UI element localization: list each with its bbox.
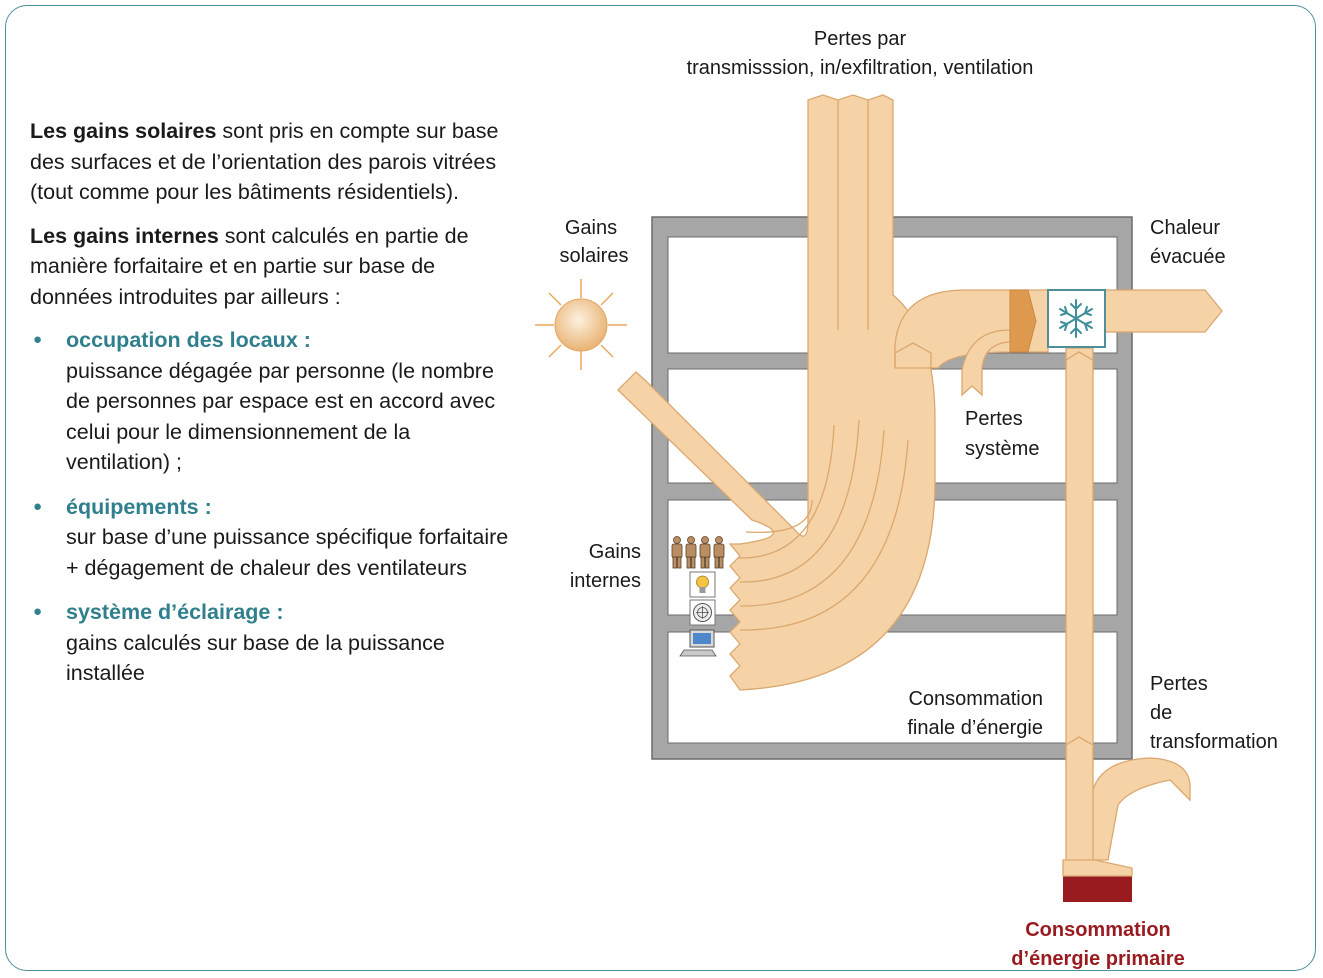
bullet-title: équipements : [66, 494, 212, 519]
internal-gains-description: sont calculés en partie de manière forfa… [30, 223, 469, 309]
transformation-losses-label-line3: transformation [1150, 731, 1278, 753]
explanation-text: Les gains solaires sont pris en compte s… [30, 116, 520, 703]
internal-gains-paragraph: Les gains internes sont calculés en part… [30, 221, 520, 313]
bullet-icon: ● [33, 603, 43, 620]
bullet-title: occupation des locaux : [66, 328, 311, 352]
primary-consumption-label-line2: d’énergie primaire [1011, 948, 1184, 970]
bullet-title: système d’éclairage : [66, 600, 284, 624]
solar-gains-label-line1: Gains [565, 217, 617, 239]
solar-gains-label-line2: solaires [560, 245, 629, 267]
diagram-labels: Pertes par transmisssion, in/exfiltratio… [560, 28, 1278, 970]
list-item: ● système d’éclairage : gains calculés sur… [30, 597, 520, 689]
bullet-icon: ● [33, 331, 43, 348]
snowflake-icon [1047, 289, 1106, 348]
computer-icon [679, 629, 717, 657]
bullet-text: sur base d’une puissance spécifique forf… [66, 525, 509, 580]
solar-gains-paragraph: Les gains solaires sont pris en compte s… [30, 116, 520, 208]
final-consumption-label-line1: Consommation [908, 688, 1043, 710]
gains-flow [617, 94, 936, 691]
solar-gains-description: sont pris en compte sur base des surface… [30, 119, 499, 204]
bullet-text: puissance dégagée par personne (le nombr… [66, 358, 496, 475]
people-icon [671, 536, 725, 569]
fan-icon [689, 599, 716, 626]
heat-removed-label-line1: Chaleur [1150, 217, 1220, 239]
internal-gains-list: ● occupation des locaux : puissance dégagé… [30, 325, 520, 689]
solar-gains-term: Les gains solaires [30, 119, 217, 143]
lightbulb-icon [689, 571, 716, 598]
internal-gains-label-line1: Gains [589, 541, 641, 563]
transformation-losses-label-line1: Pertes [1150, 673, 1208, 695]
bullet-text: gains calculés sur base de la puissance … [66, 630, 445, 686]
list-item: ● occupation des locaux : puissance dégagé… [30, 325, 520, 478]
sun-icon [535, 279, 627, 370]
content-frame [5, 5, 1316, 971]
final-consumption-label-line2: finale d’énergie [907, 717, 1043, 739]
internal-gains-term: Les gains internes [30, 223, 219, 248]
list-item: ● équipements : sur base d’une puissance s… [30, 492, 520, 584]
losses-label-line2: transmisssion, in/exfiltration, ventilat… [687, 57, 1034, 79]
system-losses-label-line1: Pertes [965, 408, 1023, 430]
transformation-losses-label-line2: de [1150, 702, 1172, 724]
internal-gains-label-line2: internes [570, 570, 641, 592]
losses-label-line1: Pertes par [814, 28, 907, 50]
heat-removed-label-line2: évacuée [1150, 246, 1226, 268]
primary-consumption-label-line1: Consommation [1025, 919, 1171, 941]
system-losses-label-line2: système [965, 438, 1039, 460]
bullet-icon: ● [33, 497, 43, 515]
